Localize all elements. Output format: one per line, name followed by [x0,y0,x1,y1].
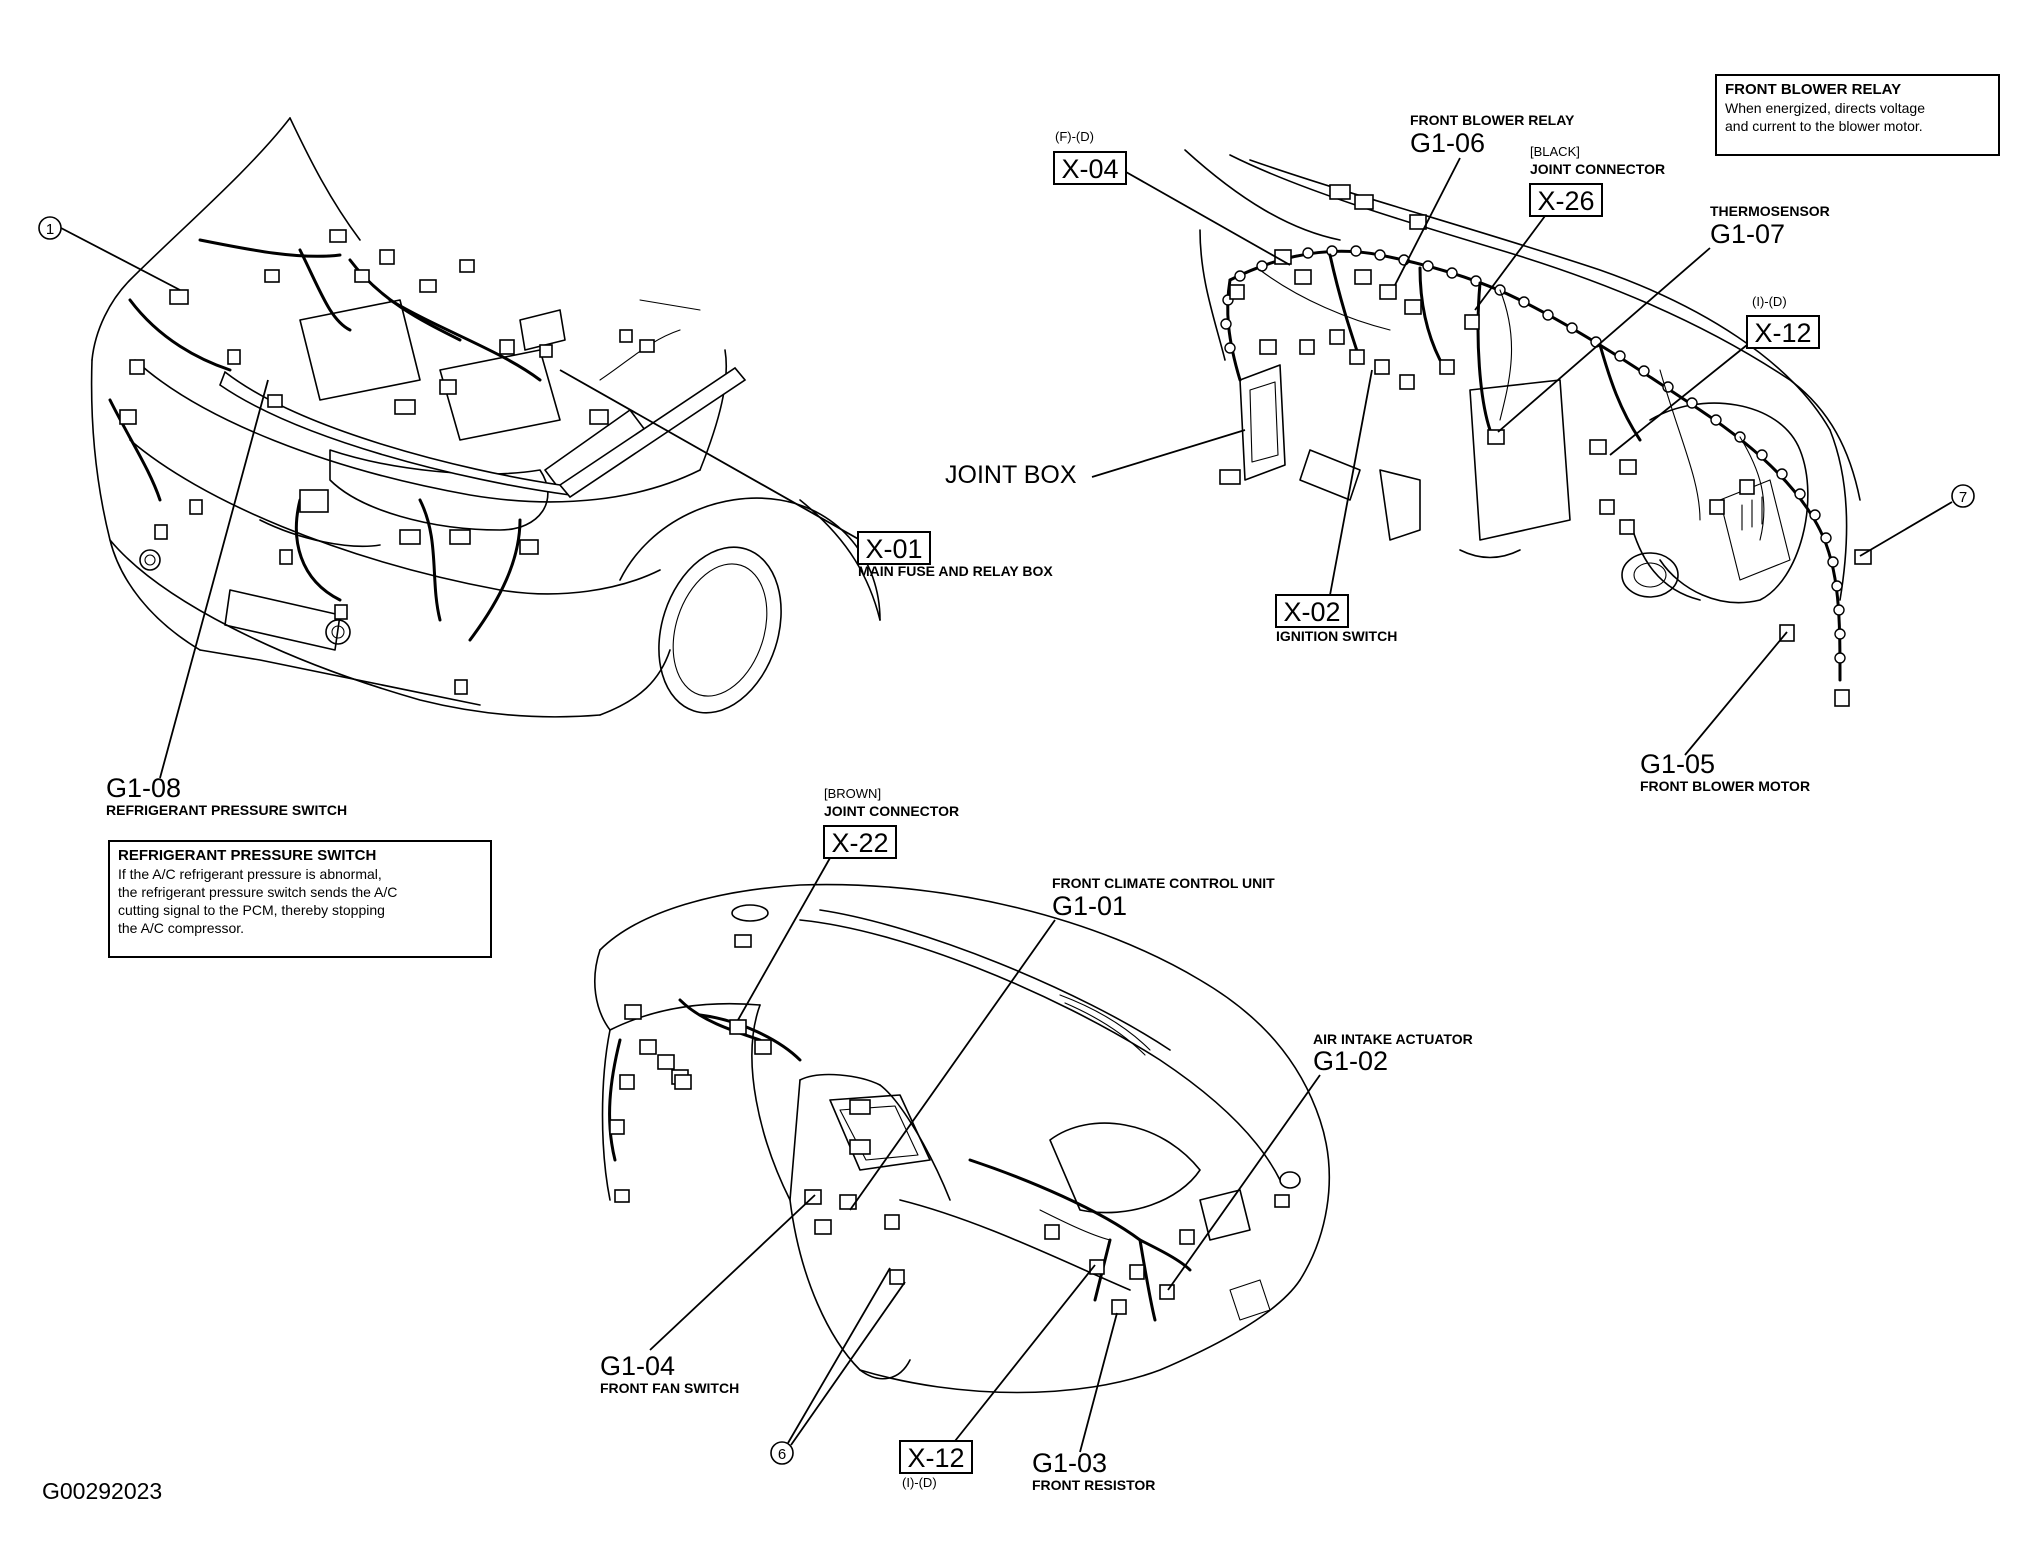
x12-dash-callout: (I)-(D) X-12 [1609,294,1820,456]
x12-dash-code-box [1746,315,1820,349]
g101-callout: FRONT CLIMATE CONTROL UNIT G1-01 [849,875,1275,1211]
x04-code: X-04 [1061,154,1118,184]
x22-color: [BROWN] [824,786,881,801]
x02-code: X-02 [1283,597,1340,627]
x02-code-box [1275,594,1349,628]
info-box-line: the refrigerant pressure switch sends th… [118,884,398,900]
front-blower-relay-info-box: FRONT BLOWER RELAY When energized, direc… [1715,74,2000,156]
callout-1-label: 1 [46,221,54,238]
g102-callout: AIR INTAKE ACTUATOR G1-02 [1167,1031,1473,1291]
x12-ip-callout: X-12 (I)-(D) [899,1264,1096,1490]
callout-6: 6 [770,1267,906,1465]
engine-compartment-illustration [90,117,881,718]
x01-callout: X-01 MAIN FUSE AND RELAY BOX [559,369,1053,579]
x22-callout: [BROWN] JOINT CONNECTOR X-22 [737,786,959,1021]
dashboard-harness-illustration [1184,149,1872,707]
x26-name: JOINT CONNECTOR [1530,161,1665,177]
x04-code-box [1053,151,1127,185]
x04-callout: (F)-(D) X-04 [1053,129,1291,266]
g102-name: AIR INTAKE ACTUATOR [1313,1031,1473,1047]
info-box-title: REFRIGERANT PRESSURE SWITCH [118,847,377,864]
g108-name: REFRIGERANT PRESSURE SWITCH [106,802,347,818]
x12-ip-code-box [899,1440,973,1474]
x04-qualifier: (F)-(D) [1055,129,1094,144]
x12-dash-qualifier: (I)-(D) [1752,294,1787,309]
x12-ip-code: X-12 [907,1443,964,1473]
x01-name: MAIN FUSE AND RELAY BOX [858,563,1053,579]
g104-name: FRONT FAN SWITCH [600,1380,739,1396]
x02-callout: X-02 IGNITION SWITCH [1275,369,1397,644]
callout-1: 1 [38,216,181,291]
x26-color: [BLACK] [1530,144,1580,159]
g108-callout: G1-08 REFRIGERANT PRESSURE SWITCH [106,379,347,818]
g107-name: THERMOSENSOR [1710,203,1830,219]
x26-code: X-26 [1537,186,1594,216]
x22-code-box [823,825,897,859]
info-box-line: and current to the blower motor. [1725,118,1923,134]
g107-callout: THERMOSENSOR G1-07 [1497,203,1830,433]
info-box-line: If the A/C refrigerant pressure is abnor… [118,866,382,882]
g106-code: G1-06 [1410,128,1485,158]
info-box-title: FRONT BLOWER RELAY [1725,81,1902,98]
g104-callout: G1-04 FRONT FAN SWITCH [600,1194,816,1396]
g103-name: FRONT RESISTOR [1032,1477,1155,1493]
g108-code: G1-08 [106,773,181,803]
refrigerant-pressure-switch-info-box: REFRIGERANT PRESSURE SWITCH If the A/C r… [108,840,492,958]
info-box-line: the A/C compressor. [118,920,245,936]
info-box-line: cutting signal to the PCM, thereby stopp… [118,902,385,918]
figure-code: G00292023 [42,1478,163,1504]
g103-code: G1-03 [1032,1448,1107,1478]
x22-code: X-22 [831,828,888,858]
x12-dash-code: X-12 [1754,318,1811,348]
x01-code-box [857,531,931,565]
x02-name: IGNITION SWITCH [1276,628,1397,644]
g105-name: FRONT BLOWER MOTOR [1640,778,1810,794]
joint-box-callout: JOINT BOX [945,429,1246,489]
g106-name: FRONT BLOWER RELAY [1410,112,1575,128]
callout-7-label: 7 [1959,489,1967,506]
g105-callout: G1-05 FRONT BLOWER MOTOR [1640,631,1810,794]
g102-code: G1-02 [1313,1046,1388,1076]
x26-code-box [1529,183,1603,217]
instrument-panel-illustration [594,883,1330,1394]
g103-callout: G1-03 FRONT RESISTOR [1032,1312,1155,1493]
x26-callout: [BLACK] JOINT CONNECTOR X-26 [1474,144,1665,311]
x22-name: JOINT CONNECTOR [824,803,959,819]
g105-code: G1-05 [1640,749,1715,779]
g107-code: G1-07 [1710,219,1785,249]
joint-box-label: JOINT BOX [945,461,1077,489]
info-box-line: When energized, directs voltage [1725,100,1925,116]
g104-code: G1-04 [600,1351,675,1381]
g101-code: G1-01 [1052,891,1127,921]
g101-name: FRONT CLIMATE CONTROL UNIT [1052,875,1275,891]
g106-callout: FRONT BLOWER RELAY G1-06 [1394,112,1575,286]
callout-7: 7 [1859,484,1975,557]
callout-6-label: 6 [778,1446,786,1463]
x01-code: X-01 [865,534,922,564]
x12-ip-qualifier: (I)-(D) [902,1475,937,1490]
